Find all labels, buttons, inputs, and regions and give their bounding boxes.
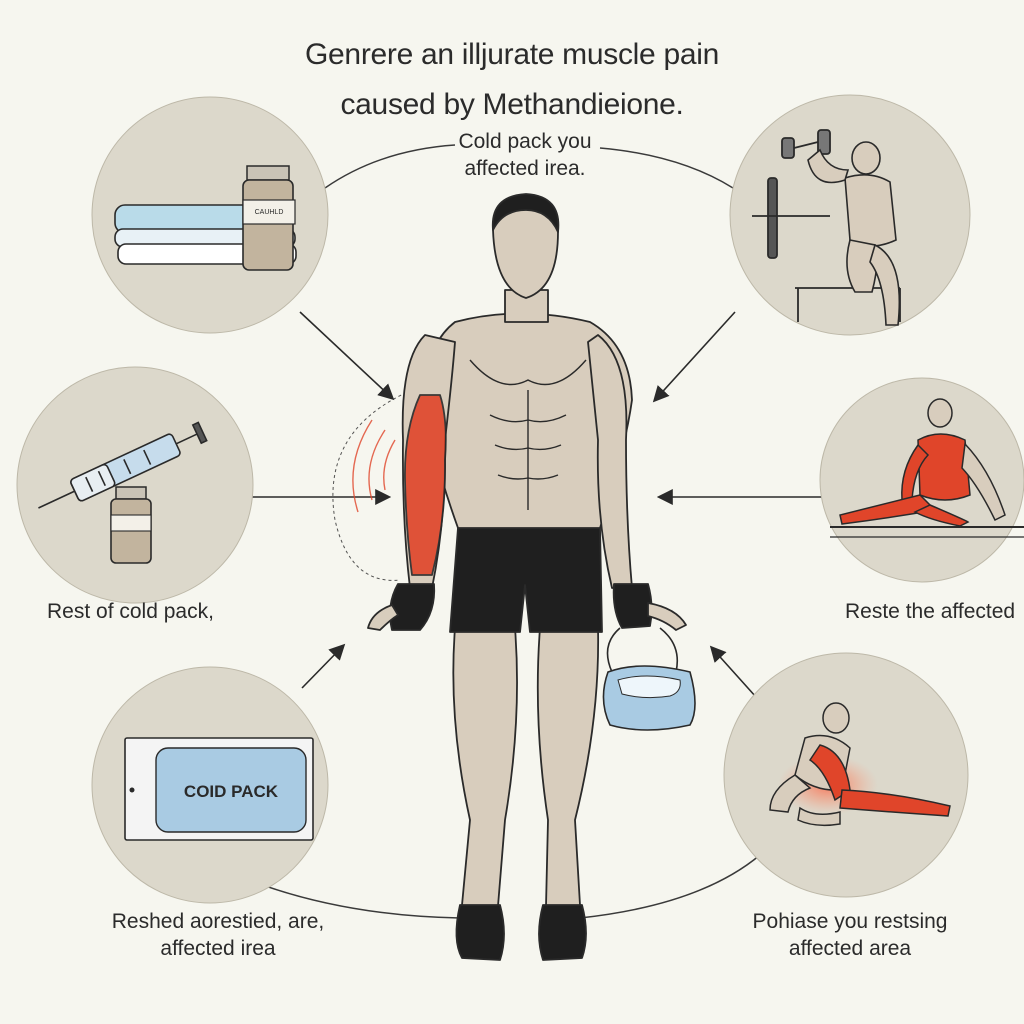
cold-pack-icon: COID PACK bbox=[124, 737, 314, 841]
callout-bottom-right-line2: affected area bbox=[788, 937, 912, 960]
black-shorts bbox=[449, 527, 603, 633]
syringe-icon bbox=[38, 421, 208, 509]
abs-detail bbox=[469, 359, 587, 510]
small-vial-icon bbox=[110, 486, 152, 564]
panel-kneeling-stretch bbox=[723, 652, 969, 898]
central-man-figure bbox=[367, 193, 687, 961]
callout-top-line1: Cold pack you bbox=[458, 130, 592, 153]
callout-bottom-left: Reshed aorestied, are, affected irea bbox=[68, 908, 368, 962]
callout-top-line2: affected irea. bbox=[464, 157, 586, 180]
arrow-top-right bbox=[652, 311, 736, 403]
arc-top-left bbox=[324, 144, 456, 189]
callout-bottom-left-line2: affected irea bbox=[160, 937, 276, 960]
arc-top-right bbox=[599, 147, 734, 189]
callout-left-middle: Rest of cold pack, bbox=[47, 600, 214, 623]
panel-dumbbell-workout bbox=[729, 94, 971, 336]
left-glove bbox=[389, 583, 436, 631]
title-line-2: caused by Methandieione. bbox=[340, 88, 684, 121]
callout-bottom-left-line1: Reshed aorestied, are, bbox=[111, 910, 325, 933]
panel-cold-pack: COID PACK bbox=[91, 666, 329, 904]
left-leg bbox=[452, 627, 518, 910]
kneeling-man-figure bbox=[769, 702, 951, 827]
callout-right-middle: Reste the affected bbox=[845, 600, 1016, 623]
dumbbell-icon bbox=[781, 129, 831, 159]
panel-sitting-stretch bbox=[819, 377, 1024, 583]
arrow-bottom-left bbox=[301, 643, 346, 689]
right-leg bbox=[536, 627, 600, 910]
ice-bag-icon bbox=[602, 627, 696, 731]
arc-bottom-right bbox=[579, 854, 761, 919]
arrow-top-left bbox=[299, 311, 395, 401]
panel-towel-vial: CAUHLD bbox=[91, 96, 329, 334]
vial-label: CAUHLD bbox=[255, 209, 284, 216]
lifting-man-figure bbox=[807, 141, 901, 326]
title-line-1: Genrere an illjurate muscle pain bbox=[305, 38, 719, 71]
right-glove bbox=[612, 583, 653, 629]
medicine-vial-icon: CAUHLD bbox=[242, 165, 296, 271]
arrow-bottom-right bbox=[709, 645, 757, 698]
cold-pack-label: COID PACK bbox=[184, 782, 279, 801]
page-title: Genrere an illjurate muscle pain caused … bbox=[0, 30, 1024, 130]
callout-top: Cold pack you affected irea. bbox=[430, 128, 620, 182]
connector-arrows bbox=[248, 311, 822, 698]
left-arm-pain-area bbox=[404, 394, 447, 576]
panel-syringe-vial bbox=[16, 366, 254, 604]
pain-rings bbox=[332, 389, 413, 581]
callout-bottom-right: Pohiase you restsing affected area bbox=[700, 908, 1000, 962]
right-shoe bbox=[538, 904, 587, 961]
stretching-man-figure bbox=[839, 398, 1006, 527]
left-shoe bbox=[455, 904, 505, 961]
callout-bottom-right-line1: Pohiase you restsing bbox=[752, 910, 948, 933]
hair bbox=[491, 193, 560, 233]
